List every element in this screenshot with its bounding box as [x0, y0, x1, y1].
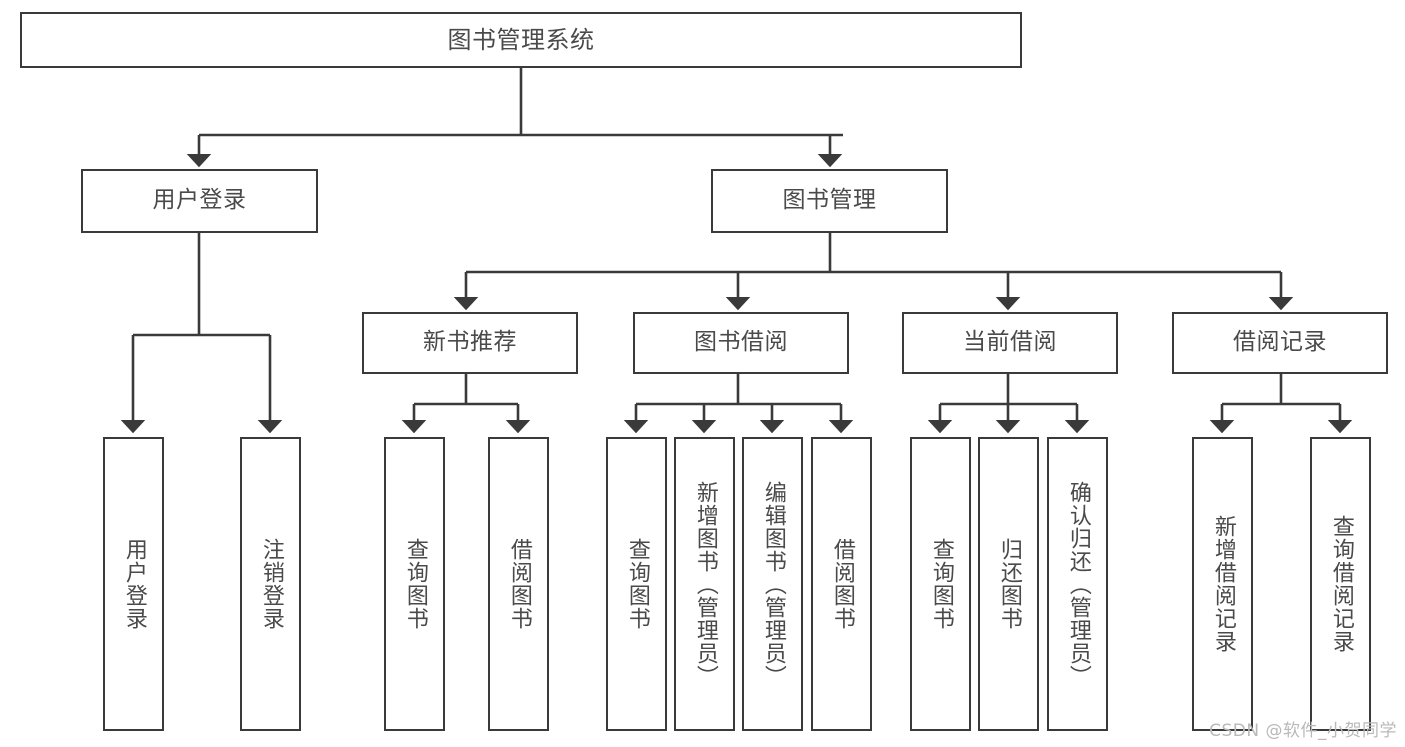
node-label: 编辑图书（管理员）	[760, 480, 786, 688]
edges-bookmanage-level3	[453, 233, 1294, 311]
node-leaf-query-book-2[interactable]: 查询图书	[606, 437, 667, 731]
node-leaf-confirm-return[interactable]: 确认归还（管理员）	[1047, 437, 1108, 731]
edges-currentborrow-leaves	[927, 374, 1090, 434]
node-leaf-logout[interactable]: 注销登录	[240, 437, 301, 731]
edges-bookborrow-leaves	[623, 374, 854, 434]
node-label: 确认归还（管理员）	[1065, 480, 1091, 688]
node-label: 新书推荐	[423, 329, 517, 356]
node-book-manage[interactable]: 图书管理	[711, 169, 948, 233]
node-label: 用户登录	[121, 538, 147, 630]
node-leaf-borrow-book-1[interactable]: 借阅图书	[488, 437, 549, 731]
node-leaf-edit-book[interactable]: 编辑图书（管理员）	[742, 437, 803, 731]
node-label: 查询图书	[928, 538, 954, 630]
node-label: 借阅记录	[1233, 329, 1327, 356]
edges-newbook-leaves	[401, 374, 531, 434]
node-label: 图书管理系统	[447, 25, 595, 54]
node-label: 新增借阅记录	[1210, 515, 1236, 653]
node-leaf-return-book[interactable]: 归还图书	[978, 437, 1039, 731]
node-label: 注销登录	[258, 538, 284, 630]
node-leaf-add-record[interactable]: 新增借阅记录	[1192, 437, 1253, 731]
node-root-system[interactable]: 图书管理系统	[20, 12, 1022, 68]
node-label: 借阅图书	[506, 538, 532, 630]
node-label: 当前借阅	[963, 329, 1057, 356]
edges-borrowrecord-leaves	[1209, 374, 1353, 434]
node-new-book-recommend[interactable]: 新书推荐	[362, 312, 578, 374]
node-label: 新增图书（管理员）	[692, 480, 718, 688]
edges-userlogin-leaves	[120, 233, 283, 434]
node-label: 图书管理	[782, 187, 877, 214]
node-label: 用户登录	[152, 187, 247, 214]
node-user-login[interactable]: 用户登录	[81, 169, 318, 233]
node-leaf-query-book-3[interactable]: 查询图书	[910, 437, 971, 731]
node-leaf-query-record[interactable]: 查询借阅记录	[1310, 437, 1371, 731]
node-label: 借阅图书	[829, 538, 855, 630]
node-label: 查询借阅记录	[1328, 515, 1354, 653]
node-leaf-user-login[interactable]: 用户登录	[103, 437, 164, 731]
node-current-borrow[interactable]: 当前借阅	[902, 312, 1118, 374]
node-label: 查询图书	[402, 538, 428, 630]
node-label: 图书借阅	[694, 329, 788, 356]
node-label: 归还图书	[996, 538, 1022, 630]
csdn-watermark: CSDN @软件_小贺同学	[1209, 721, 1397, 741]
node-label: 查询图书	[624, 538, 650, 630]
node-borrow-record[interactable]: 借阅记录	[1172, 312, 1388, 374]
node-leaf-add-book[interactable]: 新增图书（管理员）	[674, 437, 735, 731]
node-book-borrow[interactable]: 图书借阅	[633, 312, 849, 374]
edges-root-level2	[186, 68, 843, 168]
node-leaf-query-book-1[interactable]: 查询图书	[384, 437, 445, 731]
node-leaf-borrow-book-2[interactable]: 借阅图书	[811, 437, 872, 731]
